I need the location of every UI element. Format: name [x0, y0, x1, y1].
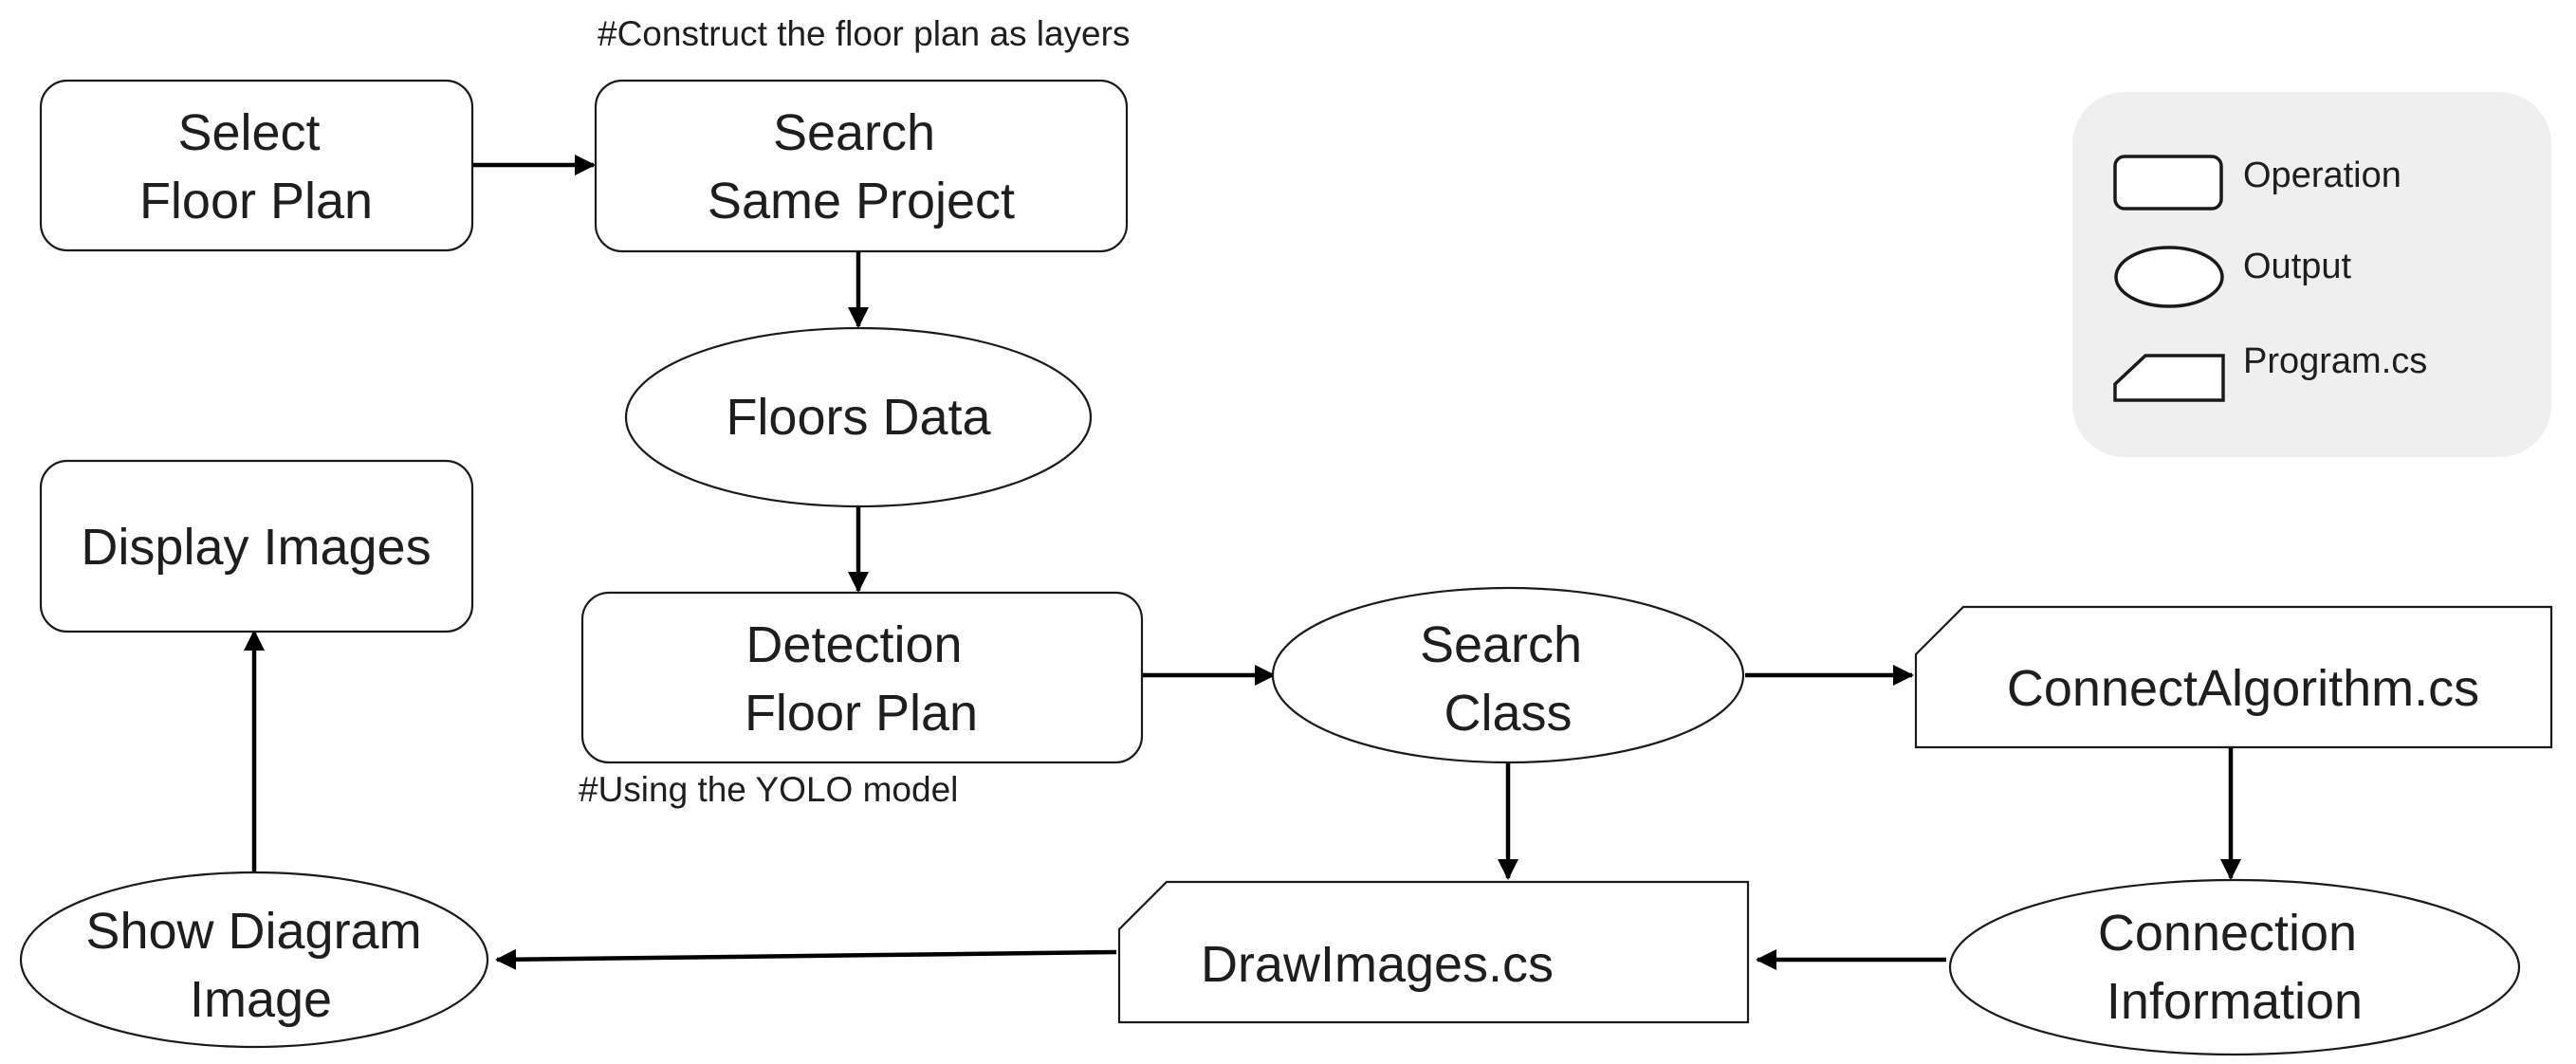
output-ellipse [19, 871, 489, 1049]
connection-information-node: Connection Information [1948, 878, 2521, 1056]
select-floor-plan-node: Select Floor Plan [39, 79, 474, 252]
detection-floor-plan-node: Detection Floor Plan [580, 591, 1144, 764]
node-label: Select [177, 104, 320, 161]
arrow-draw-images-to-show-diagram [495, 948, 1117, 970]
node-label: Display Images [81, 519, 431, 576]
operation-box [594, 79, 1129, 253]
floors-data-node: Floors Data [624, 326, 1093, 508]
node-label: Image [190, 971, 332, 1028]
program-shape [1914, 605, 2553, 749]
legend-program-swatch [2113, 354, 2225, 402]
svg-text:Display Images: Display Images [81, 519, 431, 576]
output-ellipse [624, 326, 1093, 508]
operation-box [39, 459, 474, 633]
svg-text:ConnectAlgorithm.cs: ConnectAlgorithm.cs [2007, 660, 2479, 717]
legend-output-swatch [2114, 246, 2224, 308]
node-label: Connection [2098, 905, 2357, 962]
draw-images-node: DrawImages.cs [1117, 880, 1750, 1024]
program-shape [1117, 880, 1750, 1024]
legend: Operation Output Program.cs [2072, 92, 2551, 457]
legend-operation-label: Operation [2243, 156, 2401, 195]
node-label: DrawImages.cs [1201, 936, 1554, 993]
node-label: Floors Data [726, 389, 991, 446]
operation-box [580, 591, 1144, 764]
legend-program-label: Program.cs [2243, 341, 2427, 381]
operation-box [39, 79, 474, 252]
svg-text:Search Class: Search Class [1420, 616, 1596, 742]
search-class-node: Search Class [1271, 586, 1745, 764]
output-ellipse [1948, 878, 2521, 1056]
connect-algorithm-node: ConnectAlgorithm.cs [1914, 605, 2553, 749]
edges [244, 155, 2241, 970]
output-ellipse [1271, 586, 1745, 764]
svg-text:Select Floor Plan: Select Floor Plan [139, 104, 373, 229]
legend-operation-swatch [2113, 155, 2223, 211]
node-label: Floor Plan [139, 173, 373, 229]
svg-text:Search Same Project: Search Same Project [708, 104, 1015, 229]
node-label: Search [773, 104, 935, 161]
display-images-node: Display Images [39, 459, 474, 633]
search-same-project-node: Search Same Project [594, 79, 1129, 253]
svg-text:DrawImages.cs: DrawImages.cs [1201, 936, 1554, 993]
svg-text:Show Diagram Image: Show Diagram Image [85, 903, 435, 1028]
yolo-note: #Using the YOLO model [579, 770, 958, 809]
node-label: ConnectAlgorithm.cs [2007, 660, 2479, 717]
node-label: Detection [745, 616, 962, 673]
node-label: Floor Plan [745, 685, 978, 742]
svg-text:Detection Floor Plan: Detection Floor Plan [745, 616, 978, 742]
node-label: Class [1444, 685, 1572, 742]
node-label: Show Diagram [85, 903, 421, 960]
node-label: Same Project [708, 173, 1015, 229]
layers-note: #Construct the floor plan as layers [598, 14, 1130, 53]
svg-text:Connection Information: Connection Information [2098, 905, 2371, 1030]
node-label: Information [2107, 973, 2363, 1030]
legend-output-label: Output [2243, 247, 2352, 286]
node-label: Search [1420, 616, 1582, 673]
svg-text:Floors Data: Floors Data [726, 389, 991, 446]
show-diagram-image-node: Show Diagram Image [19, 871, 489, 1049]
